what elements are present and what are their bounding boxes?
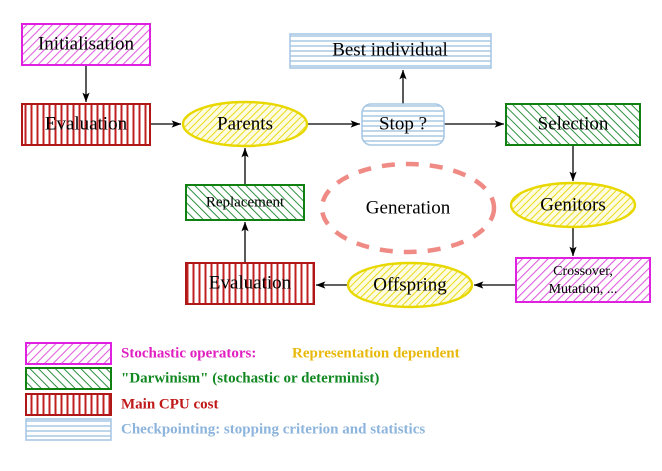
- legend-label-representation-dependent: Representation dependent: [292, 345, 460, 361]
- offspring-ellipse-shape: [346, 261, 474, 309]
- legend-item-cpu: Main CPU cost: [25, 393, 219, 416]
- parents-label: Parents: [217, 113, 273, 134]
- node-parents[interactable]: Parents: [181, 100, 309, 148]
- legend-item-darwinism: "Darwinism" (stochastic or determinist): [25, 367, 379, 390]
- legend-swatch-checkpoint: [25, 418, 112, 441]
- node-initialisation[interactable]: Initialisation: [21, 23, 151, 66]
- node-generation: Generation: [319, 161, 497, 255]
- generation-label: Generation: [366, 197, 451, 218]
- legend: Stochastic operators: Representation dep…: [25, 342, 460, 441]
- legend-label-stochastic-operators: Stochastic operators:: [121, 345, 256, 361]
- node-offspring[interactable]: Offspring: [346, 261, 474, 309]
- legend-swatch-darwinism: [25, 367, 112, 390]
- best-individual-box-shape: [289, 33, 492, 69]
- legend-label-checkpointing: Checkpointing: stopping criterion and st…: [121, 421, 425, 437]
- selection-box-shape: [505, 103, 641, 146]
- node-crossover-mutation[interactable]: Crossover, Mutation, ...: [515, 257, 651, 303]
- offspring-label: Offspring: [373, 274, 447, 295]
- node-replacement[interactable]: Replacement: [185, 184, 305, 221]
- node-genitors[interactable]: Genitors: [509, 181, 637, 229]
- selection-label: Selection: [538, 113, 609, 134]
- initialisation-label: Initialisation: [38, 33, 135, 54]
- parents-ellipse-shape: [181, 100, 309, 148]
- initialisation-box-shape: [21, 23, 151, 66]
- crossover-mutation-box-shape: [515, 257, 651, 303]
- legend-label-darwinism: "Darwinism" (stochastic or determinist): [121, 370, 379, 386]
- generation-ellipse-shape: [319, 161, 497, 255]
- evaluation-top-label: Evaluation: [45, 113, 128, 134]
- crossover-mutation-label-line1: Crossover,: [553, 264, 613, 279]
- legend-swatch-stochastic: [25, 342, 112, 365]
- node-selection[interactable]: Selection: [505, 103, 641, 146]
- best-individual-label: Best individual: [332, 39, 448, 60]
- node-stop[interactable]: Stop ?: [361, 103, 445, 146]
- replacement-label: Replacement: [206, 194, 285, 210]
- legend-label-main-cpu-cost: Main CPU cost: [121, 396, 219, 412]
- replacement-box-shape: [185, 184, 305, 221]
- evaluation-bottom-box-shape: [185, 262, 315, 305]
- node-evaluation-top[interactable]: Evaluation: [21, 103, 151, 146]
- stop-box-shape: [361, 103, 445, 146]
- edge-group: [82, 65, 577, 289]
- evaluation-bottom-label: Evaluation: [209, 272, 292, 293]
- evaluation-top-box-shape: [21, 103, 151, 146]
- legend-swatch-cpu: [25, 393, 112, 416]
- genitors-label: Genitors: [540, 194, 605, 215]
- genitors-ellipse-shape: [509, 181, 637, 229]
- legend-item-checkpoint: Checkpointing: stopping criterion and st…: [25, 418, 425, 441]
- crossover-mutation-label-line2: Mutation, ...: [549, 282, 618, 297]
- node-evaluation-bottom[interactable]: Evaluation: [185, 262, 315, 305]
- node-best-individual[interactable]: Best individual: [289, 33, 492, 69]
- stop-label: Stop ?: [379, 113, 427, 134]
- legend-item-stochastic: Stochastic operators: Representation dep…: [25, 342, 460, 365]
